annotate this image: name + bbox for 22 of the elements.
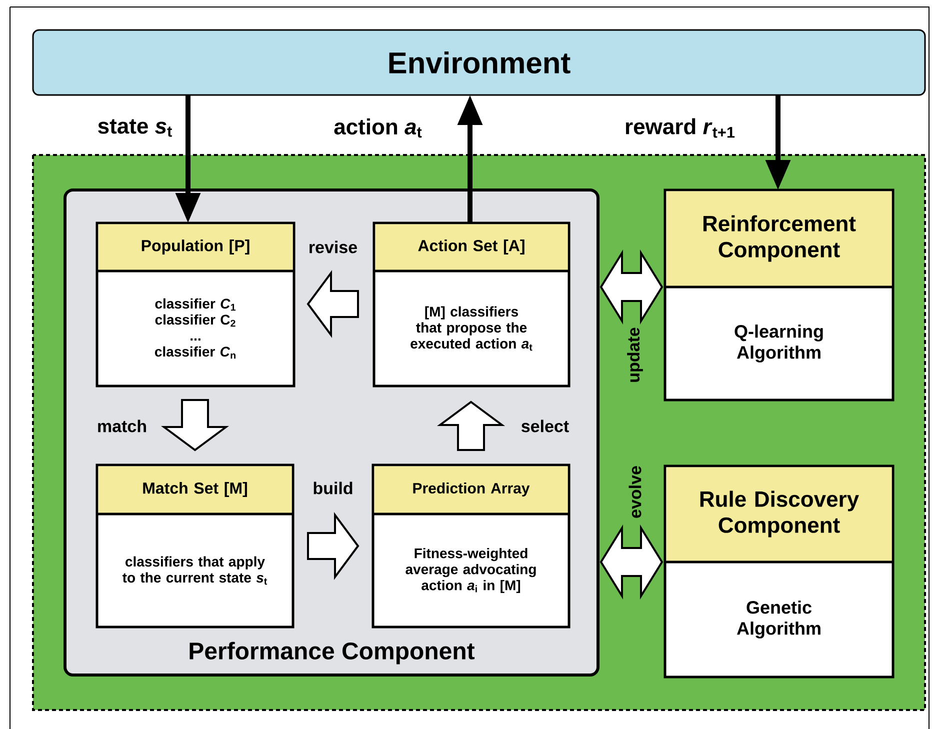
- edge-label: select: [522, 420, 569, 432]
- component-box: Reinforcement Component Q-learning Algorithm: [664, 188, 894, 402]
- block-arrow: [306, 270, 359, 338]
- double-block-arrow: [600, 249, 664, 325]
- edge-label: state s$_{t}$: [98, 119, 172, 137]
- component-box: Match Set [M] classifiers that apply to the current state s$_{t}$: [96, 464, 294, 628]
- edge-label: reward r$_{t+1}$: [626, 118, 735, 138]
- edge-label: match: [98, 420, 146, 432]
- component-box: Action Set [A] [M] classifiers that propose the executed action a$_{t}$: [372, 222, 570, 388]
- block-arrow: [436, 400, 506, 451]
- edge-label: action a$_{t}$: [334, 118, 422, 138]
- component-box: Rule Discovery Component Genetic Algorithm: [664, 464, 894, 678]
- double-block-arrow: [600, 524, 664, 600]
- block-arrow: [307, 512, 360, 580]
- title-band: Environment: [32, 29, 926, 96]
- component-box: Population [P] classifier C$_{1}$ classifier C$_{2}$ ... classifier C$_{n}$: [96, 222, 296, 388]
- component-box: Prediction Array Fitness-weighted average advocating action a$_{i}$ in [M]: [372, 464, 570, 628]
- edge-label: build: [314, 482, 352, 494]
- edge-label: update: [627, 328, 643, 382]
- block-arrow: [160, 399, 230, 452]
- edge-label: revise: [310, 240, 357, 254]
- edge-label: evolve: [628, 466, 642, 518]
